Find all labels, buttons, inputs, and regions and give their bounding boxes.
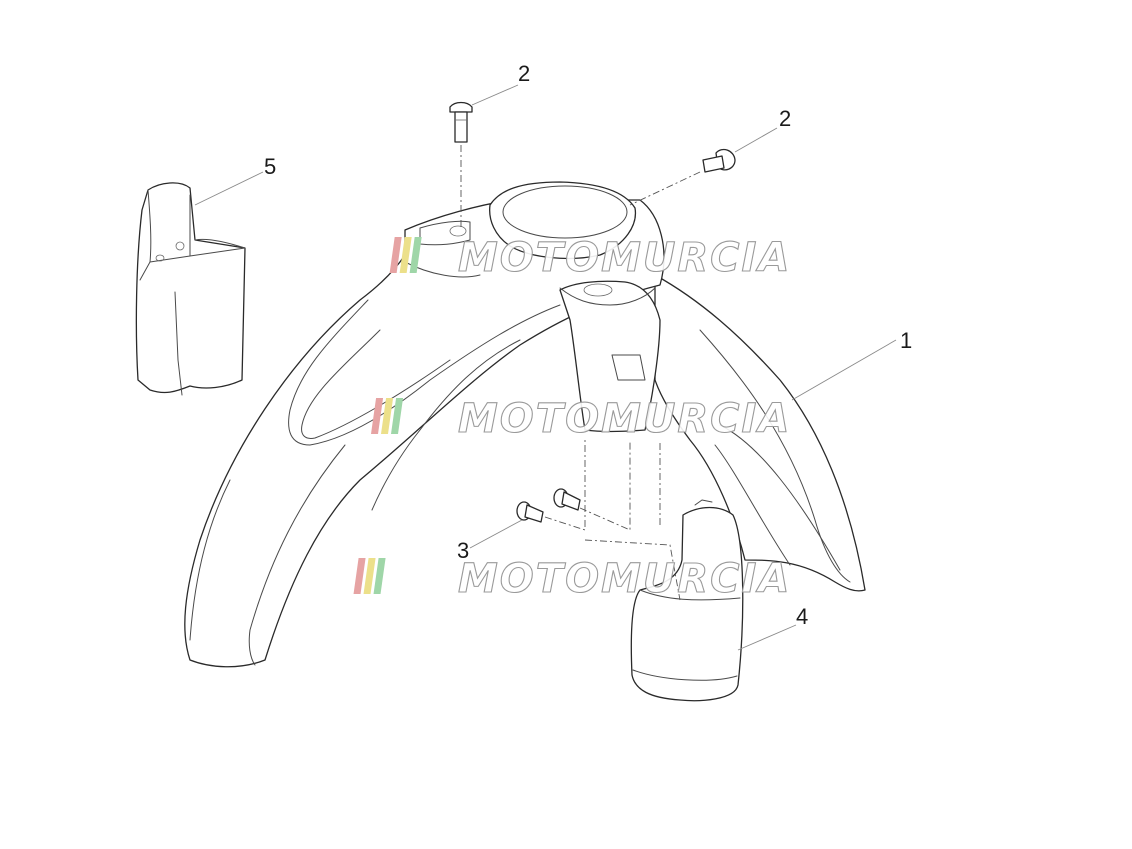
callout-2-top-label: 2 (518, 61, 530, 86)
watermark-text: MOTOMURCIA (458, 235, 791, 281)
leader-lines (194, 84, 897, 651)
watermark-logo-stripes (353, 558, 386, 594)
screw-right-part (702, 148, 736, 173)
watermark-logo-stripes (371, 398, 404, 434)
watermark-top: MOTOMURCIA (389, 234, 791, 282)
fork-leg-cover-part (630, 499, 744, 702)
callout-4-label: 4 (796, 604, 808, 629)
watermark-text: MOTOMURCIA (458, 396, 791, 442)
watermark-text: MOTOMURCIA (458, 556, 791, 602)
screw-top-part (449, 101, 473, 143)
small-cover-part (135, 182, 246, 396)
callout-5-label: 5 (264, 154, 276, 179)
watermark-middle: MOTOMURCIA (371, 395, 791, 443)
callout-3-label: 3 (457, 538, 469, 563)
callout-1-label: 1 (900, 328, 912, 353)
watermark-logo-stripes (389, 237, 422, 273)
assembly-lines (460, 145, 701, 601)
callout-2-right-label: 2 (779, 106, 791, 131)
watermark-bottom: MOTOMURCIA (353, 555, 791, 603)
front-mudguard-part (184, 181, 866, 668)
screw-lower-part (516, 488, 581, 523)
